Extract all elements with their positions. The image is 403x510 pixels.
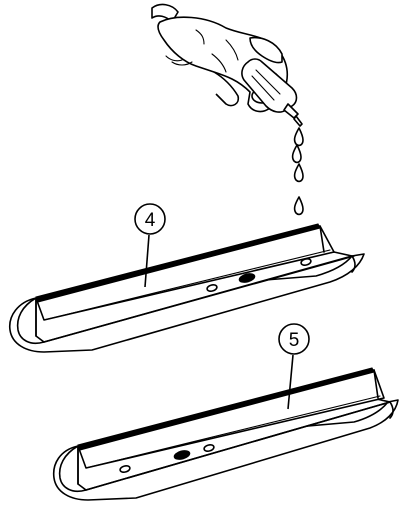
callout-4: 4 (134, 203, 166, 288)
drop-1 (293, 127, 304, 147)
callout-5-leader (287, 354, 294, 410)
glue-drops (291, 127, 304, 216)
callout-4-circle (134, 203, 166, 235)
rail-part-4 (9, 223, 365, 353)
callout-4-leader (144, 234, 150, 288)
callout-5-label: 5 (289, 330, 300, 351)
callout-4-label: 4 (145, 210, 156, 231)
drop-4 (293, 196, 304, 216)
drop-3 (293, 163, 304, 183)
callout-5: 5 (278, 323, 310, 410)
hand-with-dropper-illustration (151, 3, 303, 127)
callout-5-circle (278, 323, 310, 355)
rail-part-5 (52, 367, 399, 501)
drop-2 (291, 144, 302, 164)
